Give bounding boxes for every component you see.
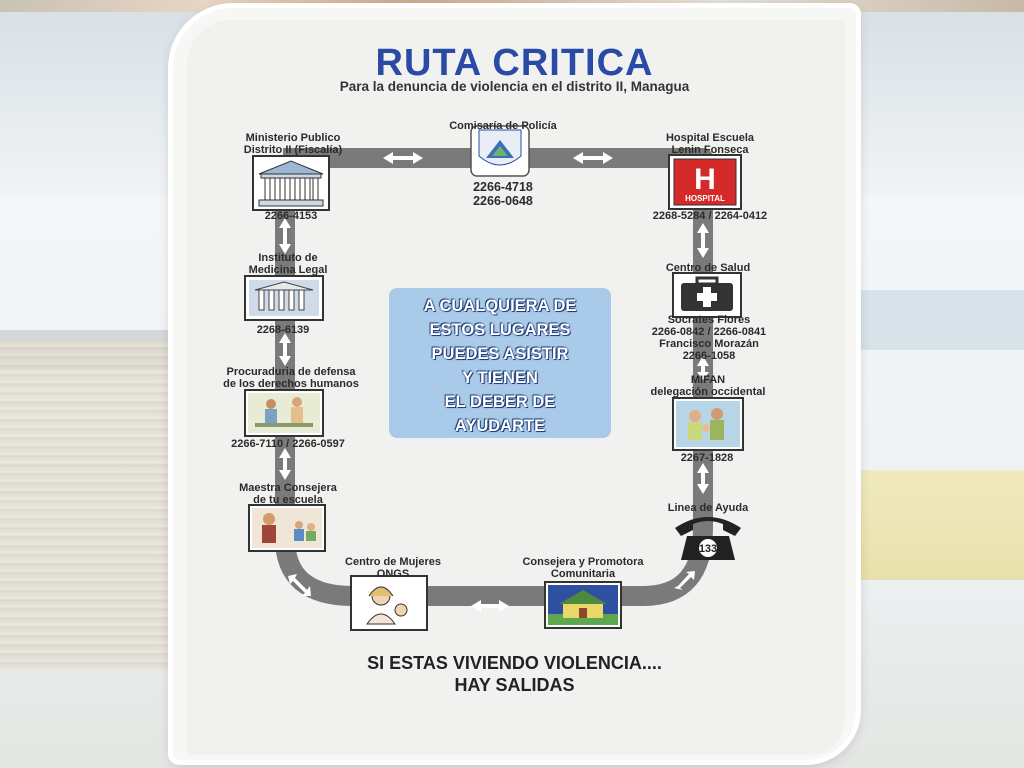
center-line-5: EL DEBER DE — [444, 393, 556, 411]
hospital-label-line1: Hospital Escuela — [665, 132, 755, 144]
medicina-label-line1: Instituto de — [258, 252, 318, 264]
ministerio-label-line2: Distrito II (Fiscalía) — [243, 144, 343, 156]
centro-salud-line4: 2266-1058 — [682, 350, 736, 362]
center-line-4: Y TIENEN — [462, 369, 538, 387]
comisaria-label: Comisaría de Policía — [449, 120, 557, 132]
center-line-6: AYUDARTE — [454, 417, 546, 435]
bottom-line-1: SI ESTAS VIVIENDO VIOLENCIA.... — [367, 653, 662, 673]
centro-salud-details: Socrates Flores 2266-0842 / 2266-0841 Fr… — [629, 314, 789, 362]
centro-salud-label: Centro de Salud — [665, 262, 751, 274]
centro-salud-line2: 2266-0842 / 2266-0841 — [651, 326, 767, 338]
promotora-label-line1: Consejera y Promotora — [522, 556, 644, 568]
mifan-label-line1: MIFAN — [690, 374, 726, 386]
linea-ayuda-label: Linea de Ayuda — [667, 502, 749, 514]
hospital-label: Hospital Escuela Lenin Fonseca — [635, 132, 785, 156]
people-icon — [244, 389, 324, 437]
poster-title: RUTA CRITICA — [375, 42, 654, 84]
poster: H HOSPITAL — [173, 8, 856, 760]
medicina-label: Instituto de Medicina Legal — [213, 252, 363, 276]
consejera-escuela-label-line1: Maestra Consejera — [239, 482, 337, 494]
background-blue-object — [860, 290, 1024, 350]
medicina-phone: 2268-6139 — [256, 324, 310, 336]
centro-salud-line1: Socrates Flores — [667, 314, 751, 326]
promotora-label: Consejera y Promotora Comunitaria — [503, 556, 663, 580]
hospital-badge-text: HOSPITAL — [685, 194, 725, 203]
promotora-label-line2: Comunitaria — [550, 568, 616, 580]
arrows-left — [279, 218, 291, 480]
women-icon — [350, 575, 428, 631]
comisaria-phone-1: 2266-4718 — [473, 180, 533, 194]
procuraduria-label-line2: de los derechos humanos — [223, 378, 359, 390]
mujeres-label: Centro de Mujeres ONGS — [323, 556, 463, 580]
ministerio-label: Ministerio Publico Distrito II (Fiscalía… — [213, 132, 373, 156]
bottom-line-2: HAY SALIDAS — [454, 675, 575, 695]
hospital-letter: H — [694, 163, 716, 196]
teacher-icon — [248, 504, 326, 552]
ministerio-label-line1: Ministerio Publico — [245, 132, 341, 144]
hospital-phone: 2268-5284 / 2264-0412 — [652, 210, 768, 222]
arrow-top-right — [573, 152, 613, 164]
family-icon — [672, 397, 744, 451]
house-icon — [544, 581, 622, 629]
arrows-bottom — [288, 571, 695, 612]
background-books — [0, 340, 180, 670]
procuraduria-label-line1: Procuraduria de defensa — [226, 366, 356, 378]
procuraduria-phone: 2266-7110 / 2266-0597 — [231, 438, 345, 450]
mujeres-label-line2: ONGS — [376, 568, 410, 580]
consejera-escuela-label: Maestra Consejera de tu escuela — [213, 482, 363, 506]
hospital-icon: H HOSPITAL — [668, 154, 742, 210]
bottom-message: SI ESTAS VIVIENDO VIOLENCIA.... HAY SALI… — [173, 652, 856, 696]
medicina-label-line2: Medicina Legal — [248, 264, 328, 276]
center-message-box — [389, 288, 611, 438]
center-line-2: ESTOS LUGARES — [429, 321, 571, 339]
mifan-phone: 2267-1828 — [680, 452, 734, 464]
helpline-number: 133 — [699, 543, 717, 555]
mifan-label: MIFAN delegación occidental — [633, 374, 783, 398]
mifan-label-line2: delegación occidental — [650, 386, 766, 398]
route-diagram: H HOSPITAL — [244, 125, 744, 631]
center-message: A CUALQUIERA DE ESTOS LUGARES PUEDES ASI… — [389, 294, 611, 438]
arrows-right — [697, 223, 709, 494]
hospital-label-line2: Lenin Fonseca — [671, 144, 749, 156]
ministerio-phone: 2266-4153 — [264, 210, 318, 222]
telephone-icon: 133 — [675, 517, 741, 560]
procuraduria-label: Procuraduria de defensa de los derechos … — [201, 366, 381, 390]
courthouse-icon — [252, 155, 330, 211]
poster-subtitle: Para la denuncia de violencia en el dist… — [339, 79, 690, 94]
comisaria-phone-2: 2266-0648 — [473, 194, 533, 208]
arrow-top-left — [383, 152, 423, 164]
centro-salud-line3: Francisco Morazán — [659, 338, 759, 350]
mujeres-label-line1: Centro de Mujeres — [345, 556, 441, 568]
building-icon — [244, 275, 324, 321]
consejera-escuela-label-line2: de tu escuela — [253, 494, 323, 506]
background-yellow-object — [860, 470, 1024, 580]
police-badge-icon — [470, 125, 530, 177]
medical-kit-icon — [672, 272, 742, 318]
center-line-1: A CUALQUIERA DE — [423, 297, 577, 315]
center-line-3: PUEDES ASISTIR — [431, 345, 569, 363]
